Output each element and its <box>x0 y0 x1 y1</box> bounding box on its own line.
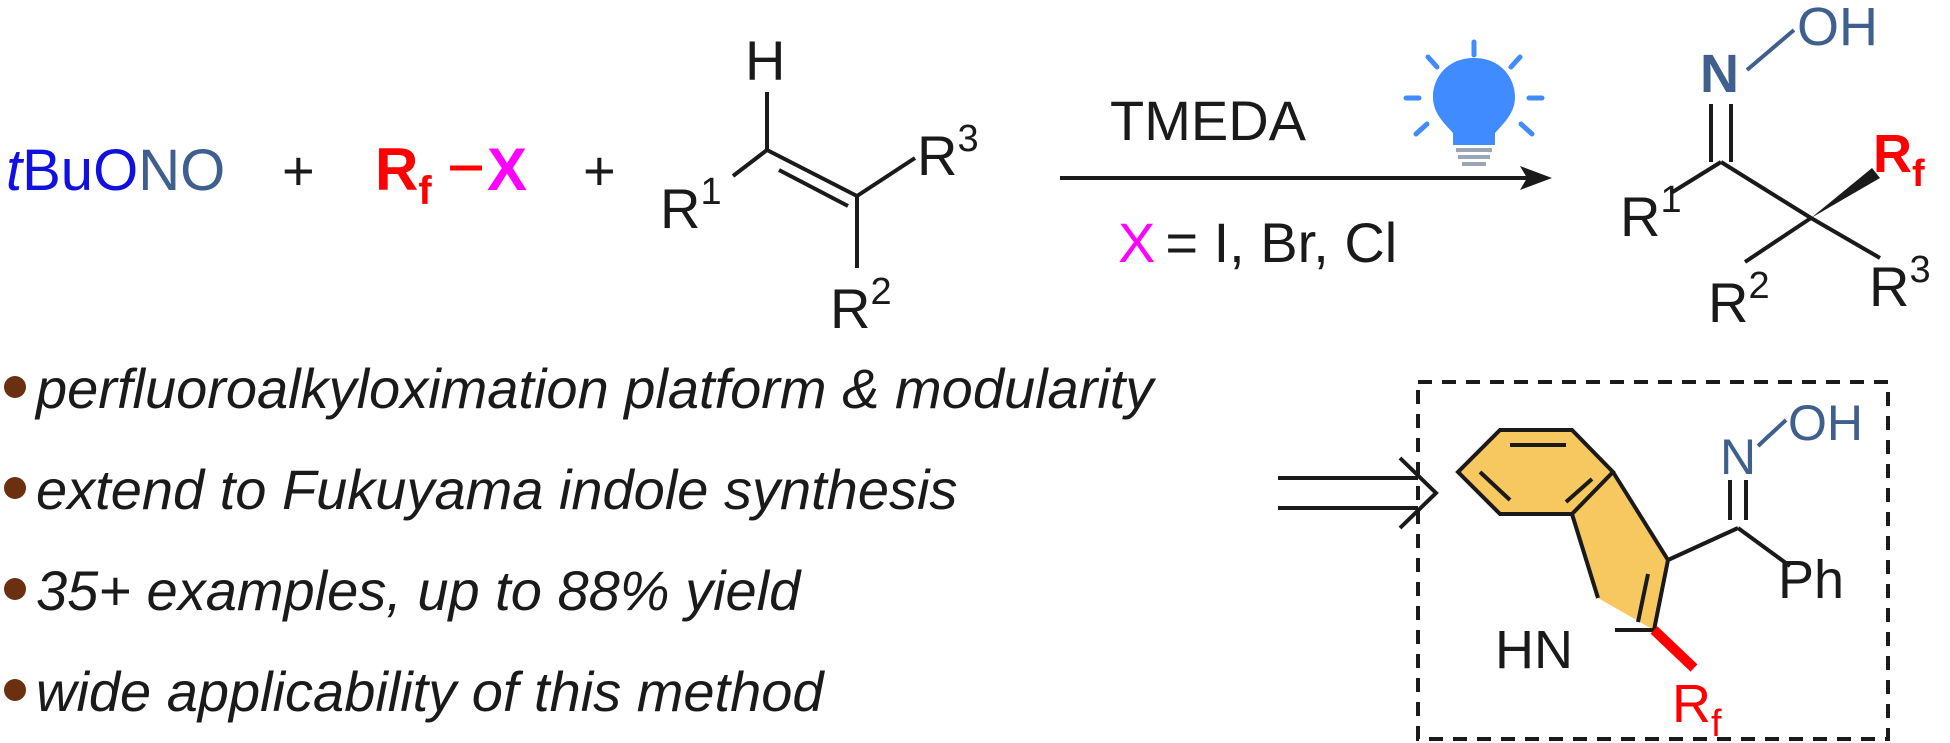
indole-hn-label: HN <box>1495 620 1573 680</box>
alkene-h-label: H <box>745 29 785 92</box>
product-oh-label: OH <box>1797 0 1878 57</box>
plus-sign-1: + <box>282 139 315 202</box>
alkene-r3-label: R3 <box>917 118 979 187</box>
indole-rf-bond <box>1650 626 1698 672</box>
feature-item-2: extend to Fukuyama indole synthesis <box>36 458 957 521</box>
indole-bonds <box>1455 428 1792 632</box>
lightbulb-icon <box>1403 39 1545 166</box>
indole-oh-label: OH <box>1788 395 1863 451</box>
n-o-bond <box>1745 28 1796 72</box>
product-r2-label: R2 <box>1708 265 1770 334</box>
alkene-structure: H R1 R3 R2 <box>660 29 979 340</box>
bullet-dot-2 <box>4 477 26 499</box>
product-rf-label: Rf <box>1873 124 1925 195</box>
rf-x-reagent: Rf X <box>375 136 527 213</box>
bullet-dot-1 <box>4 376 26 398</box>
product-oxime: N OH Rf R1 R2 R3 <box>1620 0 1931 334</box>
indole-n-label: N <box>1720 429 1756 485</box>
indole-n-o-bond <box>1756 418 1788 448</box>
indole-dashed-box <box>1416 380 1890 741</box>
bullet-dot-3 <box>4 578 26 600</box>
condition-halogens: X= I, Br, Cl <box>1118 211 1397 274</box>
rf-wedge-bond <box>1811 168 1880 218</box>
implication-arrow <box>1278 456 1439 530</box>
alkene-r2-label: R2 <box>830 271 892 340</box>
alkene-bonds <box>731 92 917 268</box>
bullet-dot-4 <box>4 679 26 701</box>
halogen-x-label: X <box>487 136 527 203</box>
indole-structure: N OH Ph HN Rf <box>1455 395 1863 743</box>
indole-rf-label: Rf <box>1672 674 1722 743</box>
reaction-arrow <box>1060 166 1552 190</box>
feature-item-3: 35+ examples, up to 88% yield <box>36 559 802 622</box>
svg-text:Rf: Rf <box>375 136 432 213</box>
product-bonds <box>1669 104 1882 264</box>
feature-item-4: wide applicability of this method <box>36 660 825 723</box>
feature-list: perfluoroalkyloximation platform & modul… <box>4 357 1156 723</box>
product-n-label: N <box>1700 44 1739 104</box>
condition-reagent: TMEDA <box>1110 89 1307 152</box>
plus-sign-2: + <box>583 139 616 202</box>
alkene-r1-label: R1 <box>660 171 722 240</box>
product-r3-label: R3 <box>1869 249 1931 318</box>
indole-ph-label: Ph <box>1778 550 1844 610</box>
product-r1-label: R1 <box>1620 179 1682 248</box>
feature-item-1: perfluoroalkyloximation platform & modul… <box>34 357 1156 420</box>
tbuono-label: tBuONO <box>6 138 225 203</box>
